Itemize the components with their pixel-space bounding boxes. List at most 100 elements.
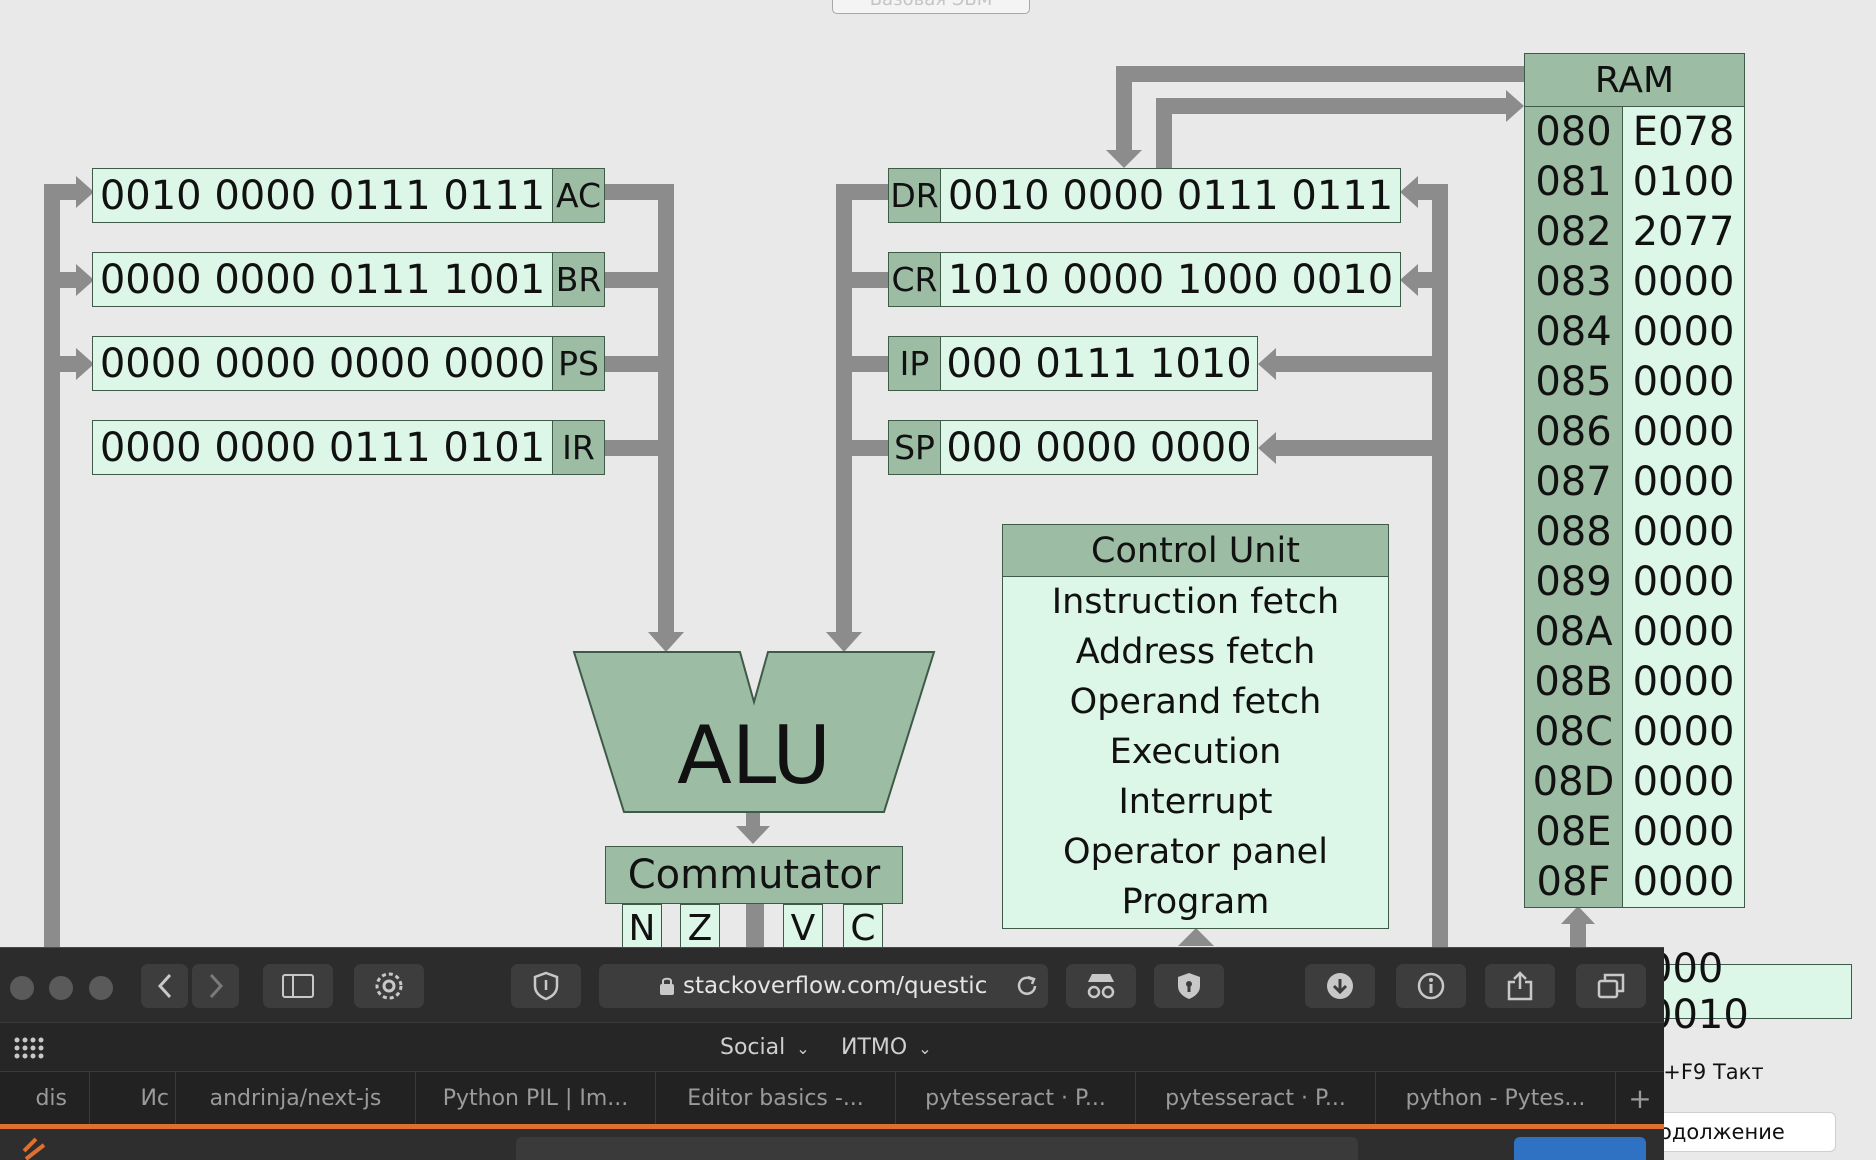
- register-br-value: 0000 0000 0111 1001: [99, 256, 546, 303]
- share-button[interactable]: [1485, 964, 1555, 1008]
- register-ir-value: 0000 0000 0111 0101: [99, 424, 546, 471]
- register-br: 0000 0000 0111 1001 BR: [92, 252, 605, 307]
- ram-address: 08A: [1534, 609, 1613, 655]
- register-ip-label: IP: [889, 337, 941, 390]
- arrow-ps-in: [76, 348, 94, 380]
- bus-br-out: [604, 272, 674, 288]
- browser-tab[interactable]: pytesseract · P...: [1136, 1072, 1376, 1124]
- reload-icon[interactable]: [1015, 974, 1039, 998]
- lock-icon: [660, 977, 674, 995]
- continue-button[interactable]: одолжение: [1646, 1112, 1836, 1152]
- ram-title: RAM: [1525, 54, 1744, 107]
- share-icon: [1507, 971, 1533, 1001]
- window-zoom-button[interactable]: [89, 976, 113, 1000]
- bus-ram-to-dr-h: [1116, 66, 1526, 82]
- browser-tab[interactable]: pytesseract · P...: [896, 1072, 1136, 1124]
- cu-state-operator-panel: Operator panel: [1063, 832, 1328, 872]
- page-content-top: [0, 1129, 1664, 1160]
- favorites-folder-social[interactable]: Social ⌄: [720, 1035, 810, 1060]
- ram-value: 0100: [1632, 159, 1735, 205]
- sidebar-button[interactable]: [263, 964, 333, 1008]
- arrow-alu-right-in: [826, 632, 862, 652]
- favorites-folder-label: Social: [720, 1035, 786, 1060]
- arrow-ac-in: [76, 176, 94, 208]
- grid-icon[interactable]: [14, 1037, 44, 1059]
- arrow-ram-address: [1561, 906, 1595, 924]
- favorites-bar: Social ⌄ ИТМО ⌄: [0, 1022, 1664, 1072]
- cu-state-address-fetch: Address fetch: [1075, 632, 1316, 672]
- chevron-left-icon: [157, 973, 171, 999]
- register-ps: 0000 0000 0000 0000 PS: [92, 336, 605, 391]
- register-ip-value: 000 0111 1010: [946, 340, 1252, 387]
- arrow-cu-in: [1178, 928, 1214, 946]
- ram-address: 080: [1535, 109, 1612, 155]
- keyhole-shield-icon: [1178, 973, 1200, 999]
- sidebar-icon: [282, 974, 314, 998]
- ram-value: 0000: [1632, 509, 1735, 555]
- info-button[interactable]: [1396, 964, 1466, 1008]
- register-sp-value: 000 0000 0000: [946, 424, 1252, 471]
- tab-overview-button[interactable]: [1576, 964, 1646, 1008]
- flag-v: V: [783, 904, 823, 952]
- bus-dr-to-ram-v: [1156, 98, 1172, 168]
- browser-tab[interactable]: python - Pytes...: [1376, 1072, 1616, 1124]
- bus-mid-to-alu: [836, 184, 852, 636]
- settings-button[interactable]: [354, 964, 424, 1008]
- downloads-button[interactable]: [1305, 964, 1375, 1008]
- browser-toolbar: stackoverflow.com/questic: [0, 948, 1664, 1022]
- browser-tab[interactable]: andrinja/next-js: [176, 1072, 416, 1124]
- cu-state-instruction-fetch: Instruction fetch: [1051, 582, 1340, 622]
- register-ac: 0010 0000 0111 0111 AC: [92, 168, 605, 223]
- register-ac-value: 0010 0000 0111 0111: [99, 172, 546, 219]
- cu-state-program: Program: [1121, 882, 1270, 922]
- ram-address: 08E: [1535, 809, 1612, 855]
- bus-left-br: [44, 272, 84, 288]
- arrow-ram-from-dr: [1506, 90, 1524, 122]
- commutator: Commutator: [605, 846, 903, 904]
- register-ir-label: IR: [552, 421, 604, 474]
- ram-address: 081: [1535, 159, 1612, 205]
- back-button[interactable]: [141, 964, 188, 1008]
- forward-button[interactable]: [192, 964, 239, 1008]
- bus-left-vertical: [44, 184, 60, 948]
- ram-value: 0000: [1632, 359, 1735, 405]
- ram-panel: RAM 080 081 082 083 084 085 086 087 088 …: [1524, 53, 1745, 908]
- browser-tab[interactable]: dis: [0, 1072, 90, 1124]
- bus-ir-out: [604, 440, 674, 456]
- register-ip: IP 000 0111 1010: [888, 336, 1258, 391]
- bus-left-to-alu: [658, 184, 674, 636]
- window-minimize-button[interactable]: [49, 976, 73, 1000]
- new-tab-button[interactable]: +: [1628, 1081, 1652, 1115]
- bus-left-ac: [44, 184, 84, 200]
- ram-value: 0000: [1632, 759, 1735, 805]
- ram-address: 08C: [1534, 709, 1613, 755]
- search-field-top[interactable]: [516, 1137, 1358, 1160]
- bus-commutator-out: [746, 904, 764, 948]
- incognito-button[interactable]: [1066, 964, 1136, 1008]
- password-button[interactable]: [1154, 964, 1224, 1008]
- window-close-button[interactable]: [10, 976, 34, 1000]
- login-button-top[interactable]: [1514, 1137, 1646, 1160]
- browser-tab[interactable]: Editor basics -...: [656, 1072, 896, 1124]
- browser-tab[interactable]: Ис: [90, 1072, 176, 1124]
- flag-n: N: [622, 904, 662, 952]
- chevron-down-icon: ⌄: [796, 1039, 810, 1058]
- register-partial-right: 000 0010: [1646, 946, 1852, 1038]
- ram-address: 084: [1535, 309, 1612, 355]
- flag-z: Z: [680, 904, 720, 952]
- control-unit: Control Unit Instruction fetch Address f…: [1002, 524, 1389, 929]
- bus-cr-in: [1414, 272, 1448, 288]
- bus-left-ps: [44, 356, 84, 372]
- ram-value: 0000: [1632, 859, 1735, 905]
- page-accent-bar: [0, 1124, 1664, 1129]
- address-bar[interactable]: stackoverflow.com/questic: [599, 964, 1048, 1008]
- ram-address: 085: [1535, 359, 1612, 405]
- register-ir: 0000 0000 0111 0101 IR: [92, 420, 605, 475]
- window-title-partial: Базовая ЭВМ: [832, 0, 1030, 14]
- bus-ip-in: [1272, 356, 1448, 372]
- privacy-button[interactable]: [511, 964, 581, 1008]
- browser-tab[interactable]: Python PIL | Im...: [416, 1072, 656, 1124]
- bus-dr-to-ram-h: [1156, 98, 1508, 114]
- ram-address: 082: [1535, 209, 1612, 255]
- favorites-folder-itmo[interactable]: ИТМО ⌄: [841, 1035, 932, 1060]
